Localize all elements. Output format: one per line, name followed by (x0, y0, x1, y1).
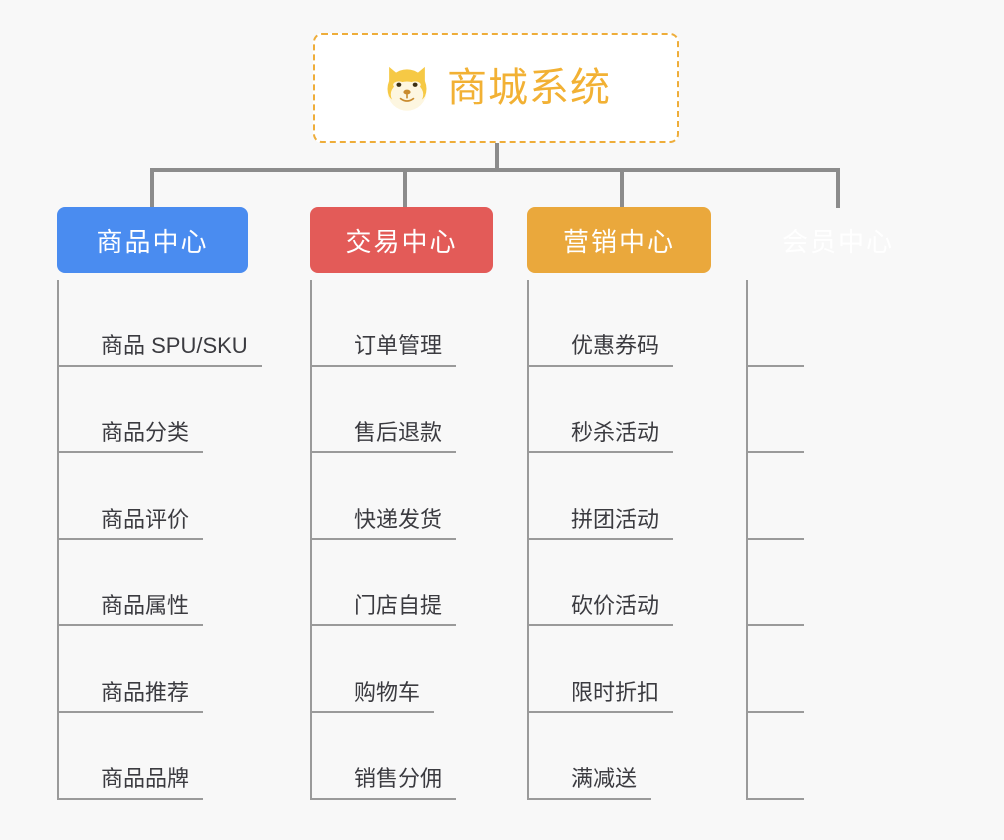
branch-column-2: 交易中心 订单管理 售后退款 快递发货 门店自提 购物车 销售分佣 (310, 207, 510, 800)
category-label-3: 营销中心 (562, 226, 675, 257)
category-label-1: 商品中心 (96, 226, 209, 257)
shiba-dog-face-icon (387, 66, 427, 111)
connector-drop-1 (150, 168, 154, 208)
leaf-list-4 (746, 280, 968, 800)
list-item[interactable] (748, 367, 968, 454)
leaf-label: 销售分佣 (312, 767, 457, 800)
leaf-list-2: 订单管理 售后退款 快递发货 门店自提 购物车 销售分佣 (310, 280, 532, 800)
list-item[interactable]: 优惠券码 (529, 280, 749, 367)
list-item[interactable]: 限时折扣 (529, 626, 749, 713)
list-item[interactable]: 商品 SPU/SKU (59, 280, 279, 367)
list-item[interactable]: 商品属性 (59, 540, 279, 627)
leaf-label: 秒杀活动 (529, 420, 674, 454)
list-item[interactable]: 售后退款 (312, 367, 532, 454)
list-item[interactable]: 秒杀活动 (529, 367, 749, 454)
connector-horizontal-bus (150, 168, 840, 172)
list-item[interactable]: 门店自提 (312, 540, 532, 627)
leaf-label: 购物车 (312, 680, 435, 713)
leaf-label (748, 618, 804, 627)
category-label-4: 会员中心 (781, 226, 894, 257)
category-label-2: 交易中心 (345, 226, 458, 257)
connector-root-stem (495, 143, 499, 171)
list-item[interactable]: 砍价活动 (529, 540, 749, 627)
leaf-label: 商品品牌 (59, 767, 204, 800)
list-item[interactable]: 商品评价 (59, 453, 279, 540)
leaf-label: 砍价活动 (529, 594, 674, 627)
leaf-list-3: 优惠券码 秒杀活动 拼团活动 砍价活动 限时折扣 满减送 (527, 280, 749, 800)
leaf-label: 商品推荐 (59, 680, 204, 713)
leaf-label: 快递发货 (312, 507, 457, 540)
list-item[interactable]: 拼团活动 (529, 453, 749, 540)
leaf-label: 拼团活动 (529, 507, 674, 540)
branch-column-4: 会员中心 (746, 207, 946, 800)
leaf-label: 门店自提 (312, 594, 457, 627)
category-header-4[interactable]: 会员中心 (746, 207, 930, 273)
leaf-label (748, 532, 804, 540)
list-item[interactable]: 快递发货 (312, 453, 532, 540)
connector-drop-4 (836, 168, 840, 208)
leaf-label (748, 445, 804, 454)
list-item[interactable] (748, 280, 968, 367)
leaf-label: 商品属性 (59, 594, 204, 627)
leaf-label (748, 705, 804, 713)
connector-drop-3 (620, 168, 624, 208)
list-item[interactable] (748, 453, 968, 540)
leaf-label: 商品 SPU/SKU (59, 334, 262, 367)
branch-column-3: 营销中心 优惠券码 秒杀活动 拼团活动 砍价活动 限时折扣 满减送 (527, 207, 727, 800)
root-node[interactable]: 商城系统 (313, 33, 679, 143)
leaf-label (748, 359, 804, 367)
category-header-2[interactable]: 交易中心 (310, 207, 493, 273)
category-header-1[interactable]: 商品中心 (57, 207, 248, 273)
list-item[interactable]: 商品分类 (59, 367, 279, 454)
leaf-label: 限时折扣 (529, 680, 674, 713)
list-item[interactable] (748, 713, 968, 800)
list-item[interactable] (748, 540, 968, 627)
list-item[interactable]: 商品品牌 (59, 713, 279, 800)
connector-drop-2 (403, 168, 407, 208)
branch-column-1: 商品中心 商品 SPU/SKU 商品分类 商品评价 商品属性 商品推荐 商品品牌 (57, 207, 277, 800)
root-title: 商城系统 (447, 66, 611, 110)
leaf-label: 满减送 (529, 767, 652, 800)
leaf-label: 商品分类 (59, 420, 204, 454)
list-item[interactable]: 满减送 (529, 713, 749, 800)
leaf-label (748, 792, 804, 800)
leaf-label: 商品评价 (59, 507, 204, 540)
leaf-list-1: 商品 SPU/SKU 商品分类 商品评价 商品属性 商品推荐 商品品牌 (57, 280, 279, 800)
list-item[interactable]: 购物车 (312, 626, 532, 713)
list-item[interactable]: 销售分佣 (312, 713, 532, 800)
list-item[interactable]: 商品推荐 (59, 626, 279, 713)
leaf-label: 售后退款 (312, 420, 457, 454)
list-item[interactable]: 订单管理 (312, 280, 532, 367)
leaf-label: 优惠券码 (529, 334, 674, 367)
leaf-label: 订单管理 (312, 334, 457, 367)
category-header-3[interactable]: 营销中心 (527, 207, 711, 273)
list-item[interactable] (748, 626, 968, 713)
